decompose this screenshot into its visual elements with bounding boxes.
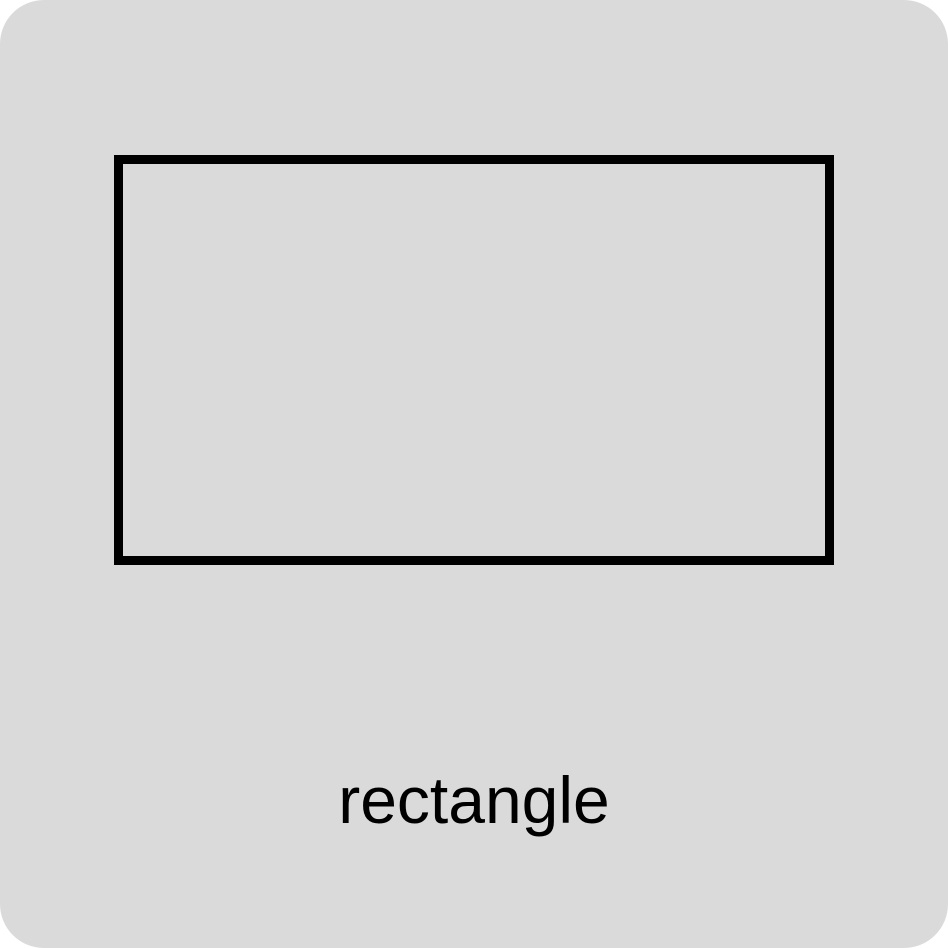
shape-label: rectangle bbox=[338, 763, 610, 837]
rectangle-shape bbox=[114, 155, 834, 565]
